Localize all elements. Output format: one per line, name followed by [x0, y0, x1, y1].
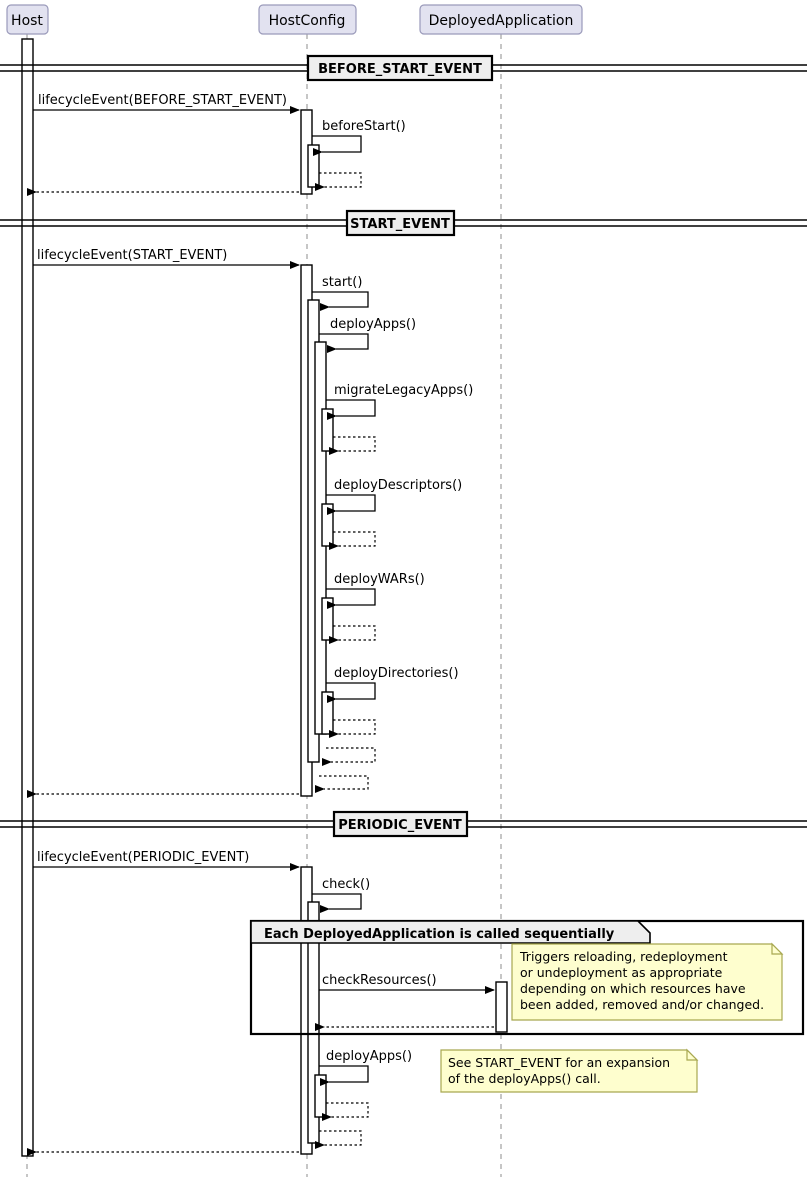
note-fold-corner [686, 1048, 699, 1061]
section-before-start-event: lifecycleEvent(BEFORE_START_EVENT) befor… [27, 93, 406, 196]
activation-deploydescriptors [321, 503, 334, 547]
message-return-deploydescriptors [329, 531, 376, 550]
note-checkresources: Triggers reloading, redeployment or unde… [511, 942, 784, 1021]
participant-label-host: Host [11, 13, 43, 29]
participant-box[interactable] [6, 4, 49, 35]
participant-deployedapplication[interactable]: DeployedApplication [419, 4, 583, 35]
message-arrow-deploydescriptors [326, 494, 376, 515]
message-return-deployapps-periodic [322, 1102, 369, 1121]
message-label-deploydirectories: deployDirectories() [334, 666, 459, 681]
group-label: Each DeployedApplication is called seque… [264, 927, 615, 942]
message-return-migratelegacyapps [329, 436, 376, 455]
message-return-start [315, 775, 369, 793]
note-line: or undeployment as appropriate [520, 965, 723, 980]
divider-box [345, 209, 456, 237]
group-each-deployedapplication: Each DeployedApplication is called seque… [249, 919, 805, 1036]
divider-before-start-event: BEFORE_START_EVENT [0, 54, 807, 82]
message-label-deployapps: deployApps() [330, 317, 416, 332]
note-line: of the deployApps() call. [448, 1071, 601, 1086]
activation-hostconfig-beforestart-self [307, 144, 320, 188]
divider-label: BEFORE_START_EVENT [318, 62, 482, 77]
lifelines [26, 34, 502, 1177]
message-arrow-check [312, 893, 362, 913]
message-return-beforestart [315, 172, 362, 191]
message-label-start: start() [322, 275, 362, 290]
message-label-deployapps-periodic: deployApps() [326, 1049, 412, 1064]
message-label-check: check() [322, 877, 370, 892]
message-arrow-deploydirectories [326, 682, 376, 703]
message-label-lifecycle-before-start: lifecycleEvent(BEFORE_START_EVENT) [38, 93, 287, 108]
divider-label: START_EVENT [350, 217, 450, 232]
message-arrow-deployapps-periodic [319, 1065, 369, 1086]
message-return-deployapps [322, 747, 376, 766]
message-return-deploywars [329, 625, 376, 644]
message-label-deploywars: deployWARs() [334, 572, 425, 587]
divider-periodic-event: PERIODIC_EVENT [0, 810, 807, 838]
note-body [511, 943, 783, 1021]
note-fold-corner [771, 942, 784, 955]
participant-label-deployedapplication: DeployedApplication [429, 13, 574, 29]
section-periodic-event: lifecycleEvent(PERIODIC_EVENT) check() E… [27, 850, 805, 1156]
divider-box [332, 810, 469, 838]
message-arrow-deploywars [326, 588, 376, 609]
note-line: been added, removed and/or changed. [520, 997, 764, 1012]
note-body [440, 1049, 698, 1093]
message-label-migratelegacyapps: migrateLegacyApps() [334, 383, 473, 398]
participant-hostconfig[interactable]: HostConfig [258, 4, 357, 35]
message-arrow-migratelegacyapps [326, 399, 376, 420]
message-label-lifecycle-periodic: lifecycleEvent(PERIODIC_EVENT) [37, 850, 249, 865]
message-label-checkresources: checkResources() [322, 973, 437, 988]
participant-host[interactable]: Host [6, 4, 49, 35]
message-return-check [315, 1130, 362, 1149]
activation-migratelegacyapps [321, 408, 334, 452]
activation-deploywars [321, 597, 334, 641]
activation-deployapps-periodic [314, 1074, 327, 1118]
message-label-deploydescriptors: deployDescriptors() [334, 478, 462, 493]
participant-box[interactable] [419, 4, 583, 35]
note-line: depending on which resources have [520, 981, 746, 996]
activation-deploydirectories [321, 691, 334, 735]
note-deployapps-expansion: See START_EVENT for an expansion of the … [440, 1048, 699, 1093]
note-line: See START_EVENT for an expansion [448, 1055, 670, 1070]
message-label-beforestart: beforeStart() [322, 119, 406, 134]
message-label-lifecycle-start: lifecycleEvent(START_EVENT) [37, 248, 227, 263]
section-start-event: lifecycleEvent(START_EVENT) start() depl… [27, 248, 473, 798]
participant-box[interactable] [258, 4, 357, 35]
message-arrow-start [312, 291, 369, 311]
note-line: Triggers reloading, redeployment [519, 949, 728, 964]
divider-start-event: START_EVENT [0, 209, 807, 237]
activation-host-main [21, 38, 34, 1157]
message-return-deploydirectories [329, 719, 376, 738]
divider-box [306, 54, 494, 82]
group-label-tab [250, 920, 651, 944]
message-arrow-beforestart [312, 135, 362, 156]
divider-label: PERIODIC_EVENT [338, 818, 462, 833]
activation-hostconfig-check-self [307, 901, 320, 1144]
message-arrow-deployapps [319, 333, 369, 353]
activation-deployedapplication [495, 981, 508, 1033]
participant-label-hostconfig: HostConfig [269, 13, 346, 29]
